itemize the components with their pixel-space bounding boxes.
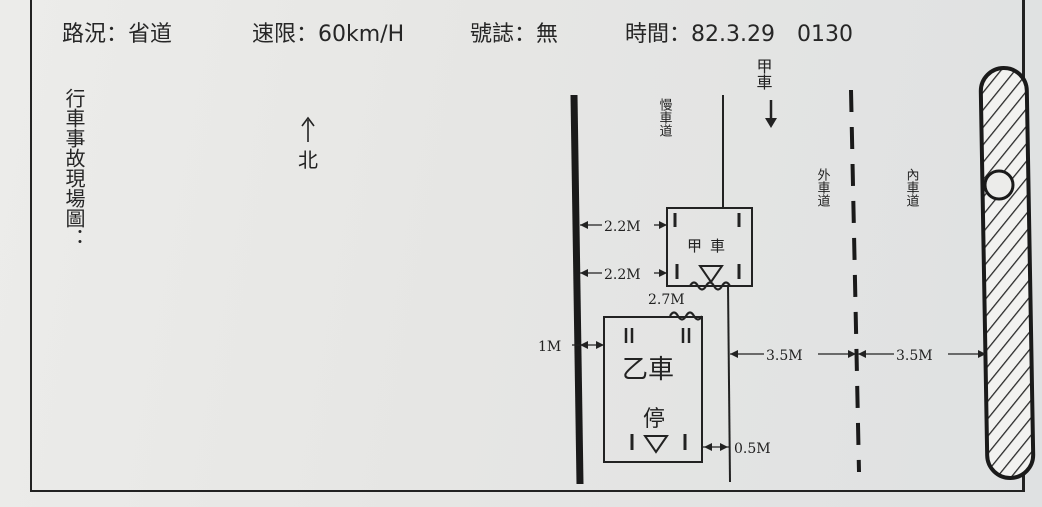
dimension-line — [580, 269, 667, 277]
median-pole — [983, 169, 1015, 201]
measure-skid: 2.7M — [648, 292, 685, 308]
slow-lane-divider-bottom — [727, 284, 731, 483]
car-b-front-triangle-icon — [643, 435, 669, 454]
road-edge-line — [570, 94, 584, 485]
car-b-wheel — [624, 328, 634, 343]
road-condition-label: 路況：省道 — [62, 22, 173, 47]
lane-dashed-line — [849, 89, 861, 473]
median-barrier — [978, 66, 1036, 480]
measure-inner-lane: 3.5M — [896, 348, 933, 364]
car-a-direction-arrow-icon — [765, 100, 777, 128]
time-label: 時間：82.3.29 0130 — [625, 22, 853, 47]
lane-label-inner: 內車道 — [904, 168, 920, 207]
diagram-title: 行車事故現場圖： — [62, 88, 86, 248]
car-b-box — [603, 316, 703, 463]
north-arrow-icon — [301, 116, 315, 142]
measure-car-a-front: 2.2M — [604, 219, 641, 235]
skid-mark — [669, 311, 703, 321]
signal-label: 號誌：無 — [470, 22, 559, 47]
lane-label-slow: 慢車道 — [657, 97, 673, 137]
dimension-line — [702, 443, 729, 451]
dimension-line — [858, 350, 986, 358]
lane-label-outer: 外車道 — [815, 168, 831, 207]
car-a-front-triangle-icon — [698, 265, 724, 284]
measure-car-b-left: 1M — [538, 339, 561, 355]
speed-limit-label: 速限：60km/H — [252, 22, 405, 47]
car-b-status-label: 停 — [643, 407, 665, 432]
car-a-label: 甲車 — [687, 237, 733, 255]
car-b-wheel — [681, 328, 691, 343]
skid-mark — [689, 281, 731, 291]
measure-outer-lane: 3.5M — [766, 348, 803, 364]
dimension-line — [580, 221, 667, 229]
measure-car-a-rear: 2.2M — [604, 267, 641, 283]
car-a-box — [666, 207, 753, 287]
car-b-label: 乙車 — [622, 355, 674, 385]
dimension-line — [730, 350, 856, 358]
north-label: 北 — [298, 148, 318, 172]
car-a-direction-label: 甲車 — [754, 58, 773, 90]
dimension-line — [572, 341, 604, 349]
measure-car-b-right: 0.5M — [734, 441, 771, 457]
